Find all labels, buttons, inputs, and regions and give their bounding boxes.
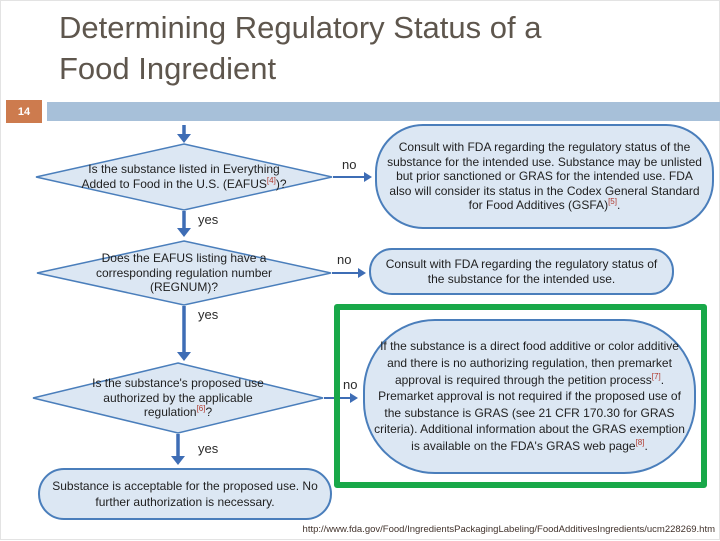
highlight-rectangle bbox=[334, 304, 707, 488]
outcome-premarket-tail: . bbox=[644, 438, 648, 453]
arrow-no-2 bbox=[332, 268, 366, 278]
outcome-consult-short-body: Consult with FDA regarding the regulator… bbox=[385, 256, 658, 286]
outcome-box-acceptable: Substance is acceptable for the proposed… bbox=[38, 468, 332, 520]
outcome-consult-full-tail: . bbox=[616, 198, 621, 213]
outcome-box-premarket: If the substance is a direct food additi… bbox=[363, 319, 696, 474]
slide-number: 14 bbox=[17, 105, 31, 118]
branch-label-no-2: no bbox=[337, 252, 352, 267]
branch-label-yes-1: yes bbox=[198, 212, 219, 227]
decision-diamond-regnum bbox=[36, 240, 332, 306]
branch-label-yes-3: yes bbox=[198, 441, 219, 456]
decision-diamond-eafus bbox=[35, 143, 333, 211]
reference-8: [8] bbox=[635, 437, 645, 447]
outcome-consult-full-body: Consult with FDA regarding the regulator… bbox=[387, 140, 702, 213]
outcome-premarket-part2: . Premarket approval is not required if … bbox=[374, 372, 685, 453]
reference-7: [7] bbox=[651, 371, 661, 381]
outcome-acceptable-body: Substance is acceptable for the proposed… bbox=[52, 479, 318, 509]
slide-title: Determining Regulatory Status of a Food … bbox=[59, 10, 542, 86]
outcome-premarket-part1: If the substance is a direct food additi… bbox=[380, 339, 679, 387]
arrow-no-1 bbox=[333, 172, 372, 182]
source-url: http://www.fda.gov/Food/IngredientsPacka… bbox=[302, 524, 715, 535]
decision-text-regnum-body: Does the EAFUS listing have a correspond… bbox=[95, 251, 273, 295]
branch-label-no-1: no bbox=[342, 157, 357, 172]
branch-label-yes-2: yes bbox=[198, 307, 219, 322]
decision-text-authorized-body: Is the substance's proposed use authoriz… bbox=[92, 376, 264, 420]
arrow-yes-3 bbox=[171, 434, 185, 465]
decision-text-authorized-tail: ? bbox=[205, 405, 213, 420]
decision-diamond-authorized bbox=[32, 362, 324, 434]
decision-text-authorized: Is the substance's proposed use authoriz… bbox=[73, 367, 283, 429]
reference-5: [5] bbox=[608, 197, 617, 207]
arrow-entry bbox=[177, 125, 191, 143]
arrow-yes-2 bbox=[177, 306, 191, 361]
arrow-yes-1 bbox=[177, 211, 191, 237]
outcome-box-consult-full: Consult with FDA regarding the regulator… bbox=[375, 124, 714, 229]
reference-4: [4] bbox=[266, 176, 276, 185]
decision-text-eafus-tail: )? bbox=[275, 177, 287, 191]
reference-6: [6] bbox=[196, 404, 206, 414]
slide-number-badge: 14 bbox=[6, 100, 42, 123]
header-accent-bar bbox=[47, 102, 720, 121]
decision-text-regnum: Does the EAFUS listing have a correspond… bbox=[78, 245, 290, 301]
decision-text-eafus-body: Is the substance listed in Everything Ad… bbox=[81, 162, 280, 191]
outcome-box-consult-short: Consult with FDA regarding the regulator… bbox=[369, 248, 674, 295]
decision-text-eafus: Is the substance listed in Everything Ad… bbox=[76, 148, 292, 206]
branch-label-no-3: no bbox=[343, 377, 358, 392]
